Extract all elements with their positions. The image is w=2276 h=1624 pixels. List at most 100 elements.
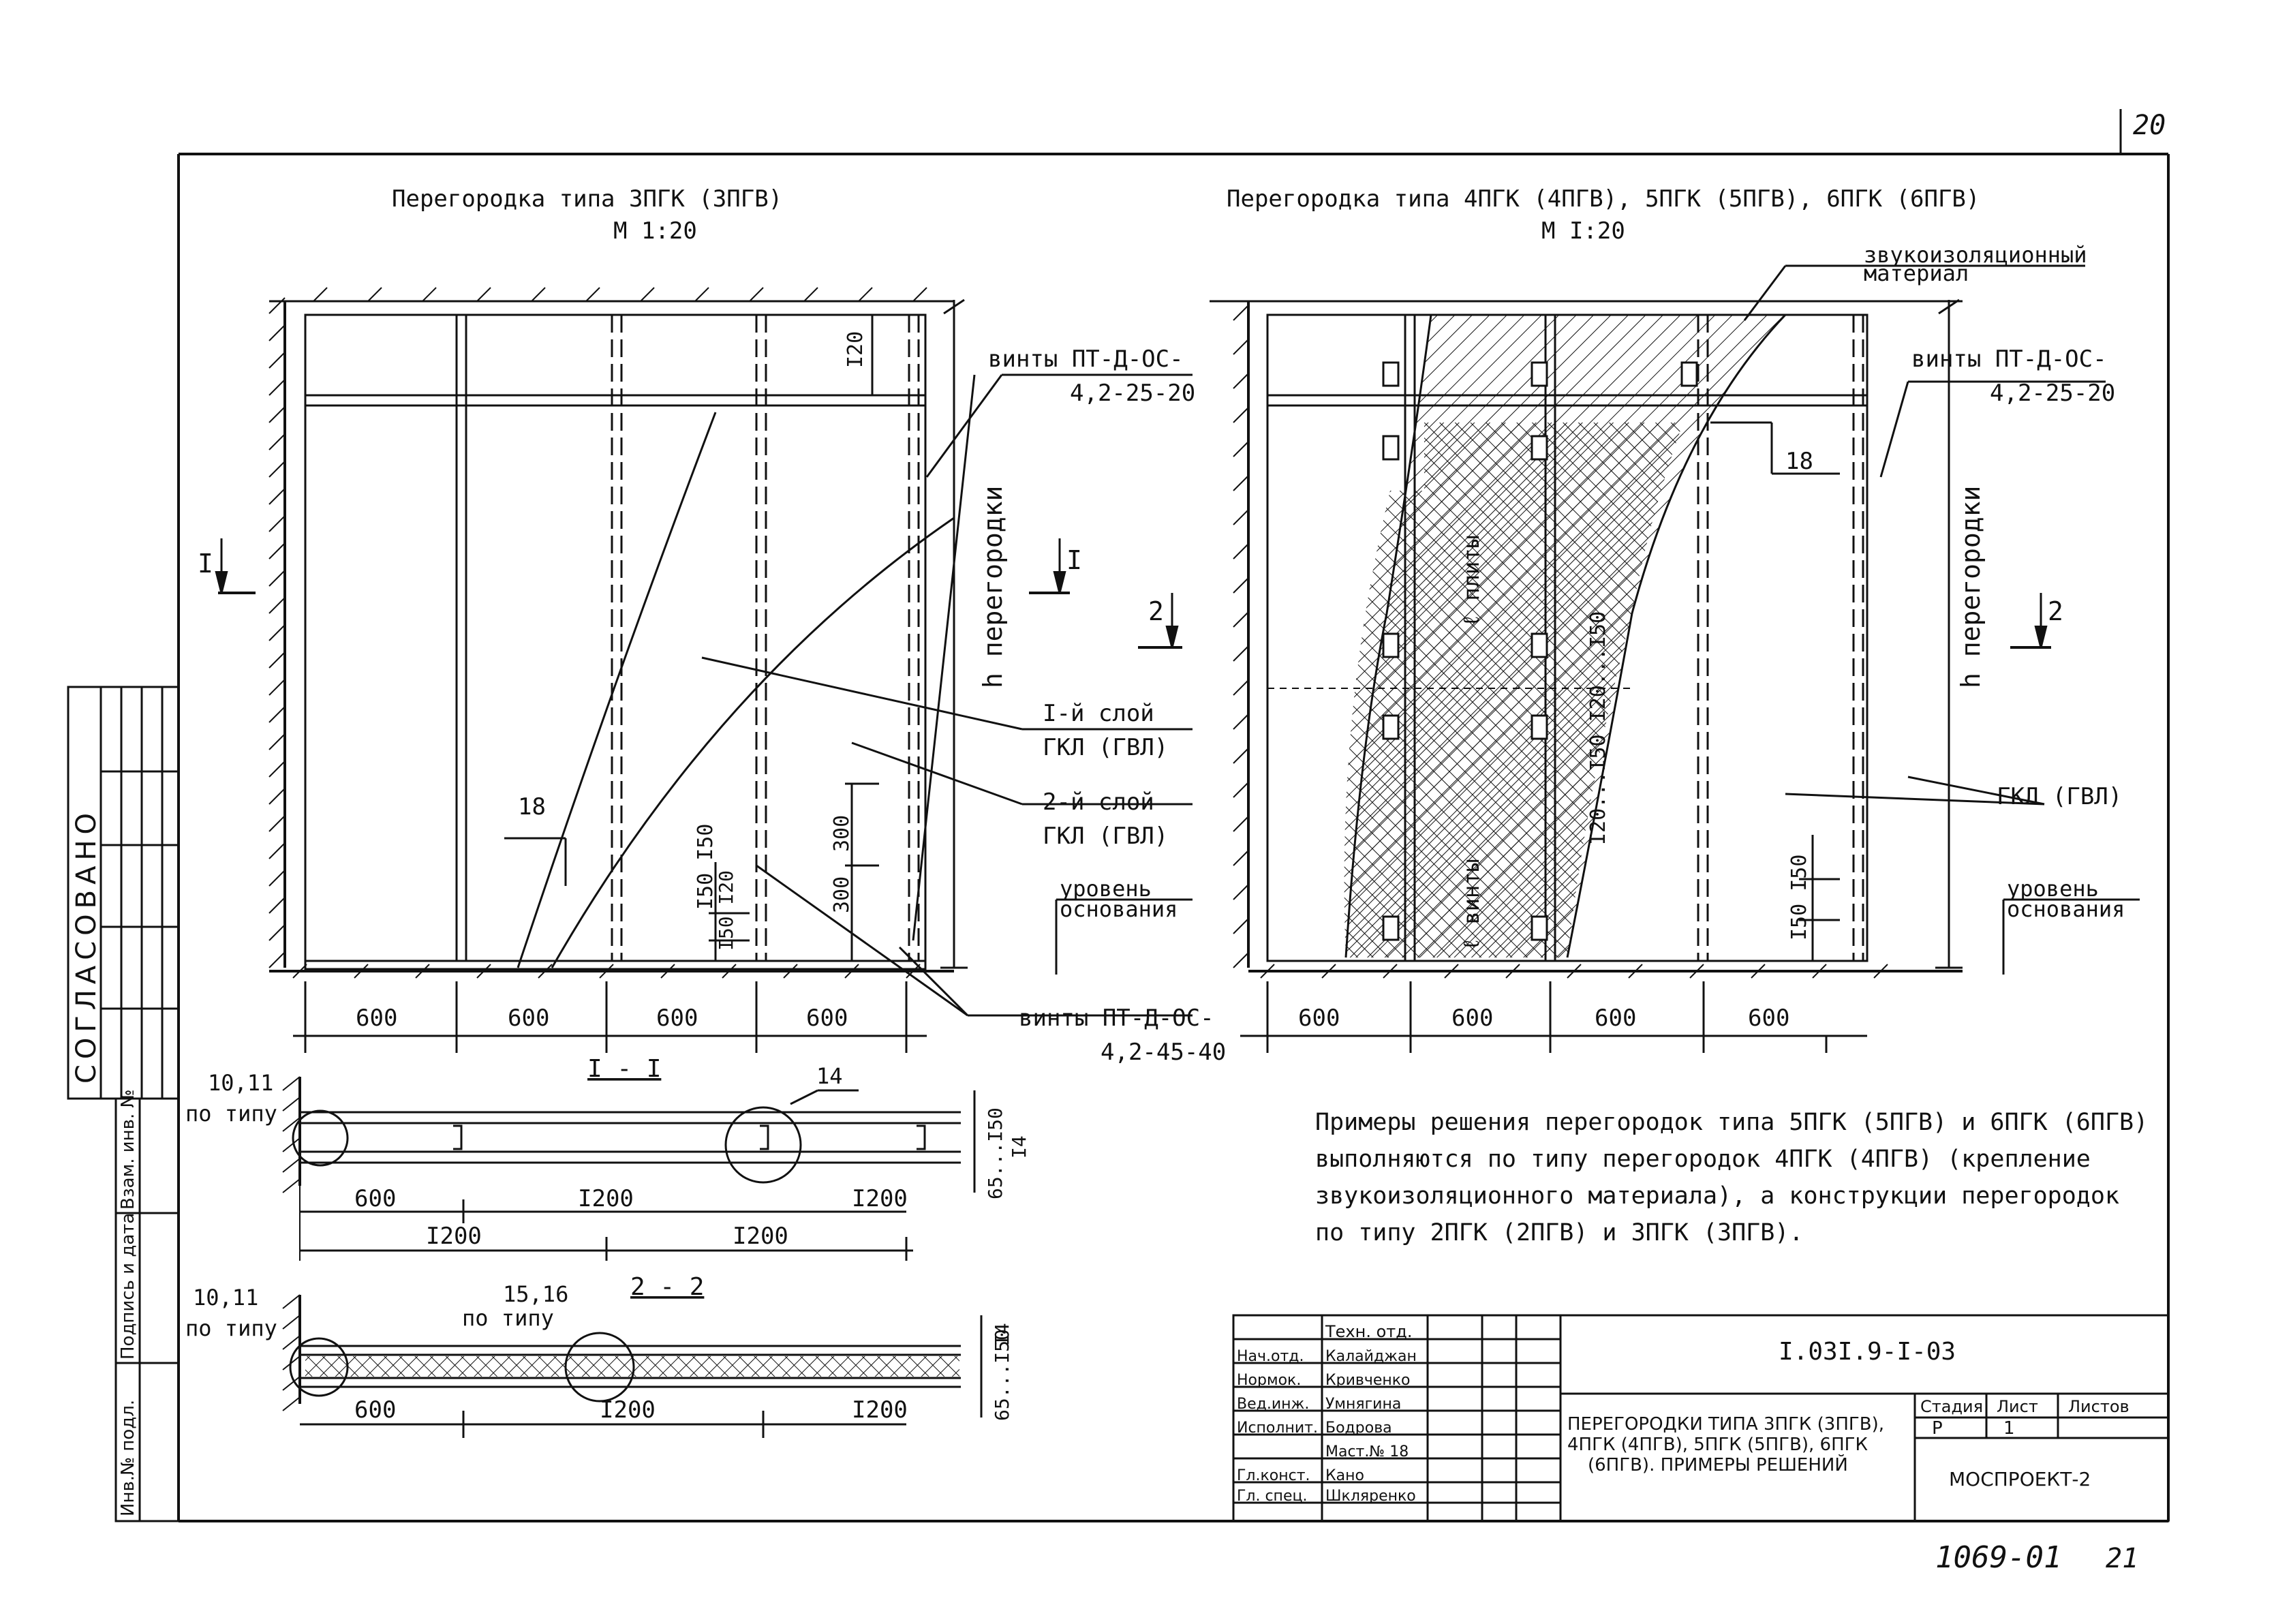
section-1-node: 14 — [816, 1063, 843, 1089]
left-dim-150: I50 I50 — [694, 824, 718, 910]
title-description-3: (6ПГВ). ПРИМЕРЫ РЕШЕНИЙ — [1588, 1454, 1848, 1475]
replace-inv-label: Взам. инв. № — [118, 1089, 138, 1210]
sheets-label: Листов — [2068, 1397, 2129, 1416]
right-partition-frame — [1210, 300, 1963, 979]
stage-value: Р — [1932, 1418, 1943, 1439]
left-screws-top-2: 4,2-25-20 — [1070, 380, 1195, 407]
page-number: 20 — [2133, 110, 2166, 141]
left-partition-frame — [268, 287, 955, 979]
role-3: Вед.инж. — [1237, 1396, 1309, 1413]
section-1-callout-1: 10,11 — [208, 1070, 273, 1096]
section-2-dim-2: I200 — [600, 1396, 656, 1424]
right-dim-1: 600 — [1298, 1005, 1340, 1032]
left-view-title: Перегородка типа 3ПГК (3ПГВ) — [392, 185, 782, 213]
right-dim-3: 600 — [1595, 1005, 1636, 1032]
section-mark-2-left-label: 2 — [1148, 596, 1164, 626]
note-line-3: звукоизоляционного материала), а констру… — [1315, 1182, 2120, 1210]
section-2-dim-3: I200 — [852, 1396, 908, 1424]
plate-label: ℓ плиты — [1458, 535, 1484, 627]
bottom-page: 21 — [2106, 1543, 2138, 1574]
left-dim-3: 600 — [656, 1005, 698, 1032]
section-1-dim-4: I200 — [426, 1223, 482, 1250]
section-2-callout-2: по типу — [185, 1315, 277, 1341]
section-2-side-dims: 65...I50 — [991, 1329, 1013, 1421]
left-h-label: h перегородки — [978, 486, 1008, 688]
section-2-dim-1: 600 — [354, 1396, 396, 1424]
right-dim-2: 600 — [1451, 1005, 1493, 1032]
role-7: Гл. спец. — [1237, 1488, 1307, 1505]
right-gkl: ГКЛ (ГВЛ) — [1997, 783, 2122, 810]
section-1-dim-1: 600 — [354, 1185, 396, 1212]
layer1-line1: I-й слой — [1043, 700, 1154, 727]
document-code: I.03I.9-I-03 — [1779, 1338, 1956, 1366]
left-dim-120b: I50 I20 — [715, 870, 737, 951]
name-4: Бодрова — [1325, 1420, 1392, 1437]
role-4: Исполнит. — [1237, 1420, 1318, 1437]
layer2-line2: ГКЛ (ГВЛ) — [1043, 823, 1168, 850]
section-2-drawing — [282, 1294, 983, 1438]
sound-material-2: материал — [1864, 260, 1969, 286]
name-2: Кривченко — [1325, 1372, 1411, 1389]
signature-date-label: Подпись и дата — [118, 1213, 138, 1360]
note-line-4: по типу 2ПГК (2ПГВ) и 3ПГК (3ПГВ). — [1315, 1219, 1804, 1246]
note-line-2: выполняются по типу перегородок 4ПГК (4П… — [1315, 1146, 2091, 1173]
name-7: Шкляренко — [1325, 1488, 1416, 1505]
left-bottom-dimension-line — [293, 981, 927, 1053]
left-top-dim-120 — [862, 315, 886, 397]
agreed-label: СОГЛАСОВАНО — [71, 808, 102, 1084]
left-dim-300a: 300 — [830, 815, 854, 852]
right-leaders — [1710, 264, 2140, 975]
sheet-label: Лист — [1997, 1397, 2038, 1416]
section-1-title: I - I — [587, 1055, 661, 1083]
left-vertical-dims — [709, 782, 879, 961]
organization: МОСПРОЕКТ-2 — [1949, 1468, 2091, 1490]
name-6: Кано — [1325, 1467, 1364, 1484]
section-mark-right-label: I — [1066, 545, 1082, 575]
tech-dept-label: Техн. отд. — [1325, 1322, 1412, 1341]
right-dim-150: I50 I50 — [1787, 855, 1811, 940]
section-1-side-dims: 65...I50 — [984, 1107, 1006, 1199]
screw-label: ℓ винты — [1458, 859, 1484, 951]
title-description-1: ПЕРЕГОРОДКИ ТИПА 3ПГК (3ПГВ), — [1567, 1414, 1884, 1435]
section-2-side-i4: I4 — [991, 1323, 1013, 1346]
section-1-dim-2: I200 — [578, 1185, 634, 1212]
role-1: Нач.отд. — [1237, 1348, 1304, 1365]
note-paragraph: Примеры решения перегородок типа 5ПГК (5… — [1315, 1104, 2153, 1251]
section-2-node-2: по типу — [462, 1305, 554, 1331]
right-base-level-1: уровень — [2007, 876, 2099, 902]
sound-material-1: звукоизоляционный — [1864, 242, 2087, 268]
left-screws-bottom-2: 4,2-45-40 — [1101, 1039, 1226, 1066]
right-h-label: h перегородки — [1956, 486, 1986, 688]
name-5: Маст.№ 18 — [1325, 1443, 1409, 1460]
right-dim-18: 18 — [1785, 448, 1813, 475]
left-base-level-1: уровень — [1060, 876, 1152, 902]
role-6: Гл.конст. — [1237, 1467, 1310, 1484]
section-mark-2 — [1138, 593, 2051, 649]
title-description-2: 4ПГК (4ПГВ), 5ПГК (5ПГВ), 6ПГК — [1567, 1435, 1868, 1455]
right-screws-1: винты ПТ-Д-ОС- — [1911, 346, 2107, 373]
right-view-scale: М I:20 — [1541, 217, 1625, 245]
left-dim-300b: 300 — [830, 876, 854, 913]
left-dim-1: 600 — [356, 1005, 397, 1032]
section-1-callout-2: по типу — [185, 1101, 277, 1127]
section-mark-2-right-label: 2 — [2048, 596, 2063, 626]
note-line-1: Примеры решения перегородок типа 5ПГК (5… — [1315, 1109, 2149, 1136]
layer1-line2: ГКЛ (ГВЛ) — [1043, 734, 1168, 761]
section-mark-left-label: I — [198, 549, 213, 579]
section-2-title: 2 - 2 — [630, 1273, 704, 1301]
bottom-note: 1069-01 — [1935, 1540, 2061, 1575]
dim-120-top: I20 — [844, 331, 867, 368]
left-dim-18: 18 — [518, 793, 546, 821]
left-dim-4: 600 — [806, 1005, 848, 1032]
left-h-dimension — [940, 298, 968, 969]
name-3: Умнягина — [1325, 1396, 1401, 1413]
section-1-dim-3: I200 — [852, 1185, 908, 1212]
approval-strip — [67, 686, 180, 1522]
stage-label: Стадия — [1920, 1397, 1983, 1416]
right-screws-2: 4,2-25-20 — [1990, 380, 2115, 407]
left-screws-top-1: винты ПТ-Д-ОС- — [988, 346, 1184, 373]
sheet-value: 1 — [2003, 1418, 2015, 1439]
role-2: Нормок. — [1237, 1372, 1301, 1389]
section-1-side-i4: I4 — [1008, 1135, 1030, 1159]
